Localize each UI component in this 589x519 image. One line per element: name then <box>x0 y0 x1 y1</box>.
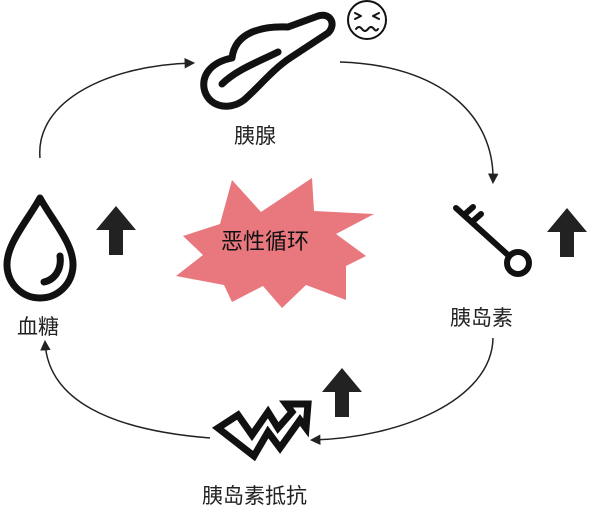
dizzy-face-icon <box>347 0 387 40</box>
resistance-label: 胰岛素抵抗 <box>202 484 307 508</box>
key-icon <box>453 204 532 277</box>
cycle-arrow-bottom-left <box>40 339 211 439</box>
center-burst-shape <box>176 178 374 308</box>
insulin-label: 胰岛素 <box>450 306 513 330</box>
cycle-arrow-top-right <box>339 61 499 185</box>
pancreas-label: 胰腺 <box>234 124 276 148</box>
zigzag-arrow-icon <box>211 400 312 462</box>
up-arrow-icon-insulin <box>547 208 587 257</box>
blood-sugar-label: 血糖 <box>17 315 59 339</box>
up-arrow-icon-blood-sugar <box>96 206 136 255</box>
center-label: 恶性循环 <box>221 230 310 255</box>
up-arrow-icon-resistance <box>322 368 362 417</box>
cycle-arrow-bottom-right <box>309 337 494 446</box>
droplet-icon <box>3 194 77 302</box>
cycle-arrow-top-left <box>39 57 196 159</box>
pancreas-icon <box>200 11 336 110</box>
